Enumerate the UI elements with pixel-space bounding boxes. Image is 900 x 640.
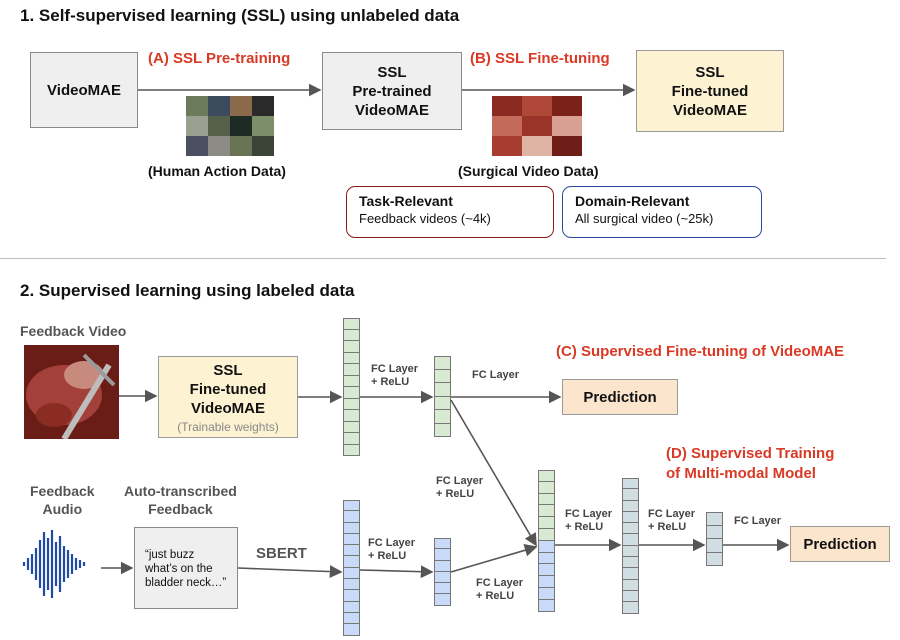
prediction-box-d: Prediction <box>790 526 890 562</box>
task-relevant-title: Task-Relevant <box>359 193 453 209</box>
fc-relu-1-line2: + ReLU <box>371 376 410 388</box>
finetuned-line2: Fine-tuned <box>671 82 749 100</box>
supervised-finetuned-box: SSL Fine-tuned VideoMAE (Trainable weigh… <box>158 356 298 438</box>
section1-title: 1. Self-supervised learning (SSL) using … <box>20 6 460 25</box>
sft-line3: VideoMAE <box>191 399 265 417</box>
supervised-finetuning-label: (C) Supervised Fine-tuning of VideoMAE <box>556 343 845 360</box>
sbert-label: SBERT <box>256 545 307 562</box>
prediction-box-c: Prediction <box>562 379 678 415</box>
feedback-audio-label: Feedback Audio <box>30 482 95 518</box>
ssl-pretraining-label: (A) SSL Pre-training <box>148 50 291 67</box>
section-divider <box>0 258 886 259</box>
pretrained-line1: SSL <box>377 63 407 81</box>
multimodal-fc-stack-1 <box>622 478 639 614</box>
fc-relu-4-line2: + ReLU <box>648 521 687 533</box>
concat-stack <box>538 470 555 612</box>
ssl-finetuning-label: (B) SSL Fine-tuning <box>470 50 610 67</box>
fc-relu-label-mm: FC Layer + ReLU <box>648 508 695 534</box>
human-action-thumbnails <box>186 96 274 156</box>
fc-relu-label-1: FC Layer + ReLU <box>371 363 418 389</box>
videomae-label: VideoMAE <box>47 81 121 99</box>
prediction-label-c: Prediction <box>583 388 657 406</box>
auto-transcribed-line1: Auto-transcribed <box>124 483 237 499</box>
auto-transcribed-label: Auto-transcribed Feedback <box>124 482 237 518</box>
audio-waveform-icon <box>20 528 92 600</box>
section2-title: 2. Supervised learning using labeled dat… <box>20 281 355 300</box>
fc-relu-5-line2: + ReLU <box>368 550 407 562</box>
fc-relu-label-video-to-concat: FC Layer + ReLU <box>436 475 483 501</box>
text-embedding-stack <box>343 500 360 636</box>
fc-relu-6-line2: + ReLU <box>476 590 515 602</box>
feedback-audio-line1: Feedback <box>30 483 95 499</box>
surgical-video-thumbnails <box>492 96 582 156</box>
ssl-pretrained-box: SSL Pre-trained VideoMAE <box>322 52 462 130</box>
feedback-video-thumbnail <box>24 345 119 439</box>
human-action-data-label: (Human Action Data) <box>148 163 286 179</box>
d-label-line1: (D) Supervised Training <box>666 445 835 462</box>
sft-line1: SSL <box>213 361 243 379</box>
trainable-weights-label: (Trainable weights) <box>177 419 279 434</box>
fc-relu-1-line1: FC Layer <box>371 363 419 375</box>
ssl-finetuned-box: SSL Fine-tuned VideoMAE <box>636 50 784 132</box>
multimodal-fc-stack-2 <box>706 512 723 566</box>
fc-relu-3-line2: + ReLU <box>565 521 604 533</box>
domain-relevant-desc: All surgical video (~25k) <box>575 211 714 226</box>
fc-relu-5-line1: FC Layer <box>368 537 416 549</box>
videomae-box: VideoMAE <box>30 52 138 128</box>
fc-relu-4-line1: FC Layer <box>648 508 696 520</box>
domain-relevant-title: Domain-Relevant <box>575 193 690 209</box>
task-relevant-box: Task-Relevant Feedback videos (~4k) <box>346 186 554 238</box>
video-fc-stack <box>434 356 451 437</box>
fc-layer-label-c: FC Layer <box>472 369 520 381</box>
transcript-quote: “just buzz what’s on the bladder neck…” <box>145 549 227 589</box>
text-fc-stack <box>434 538 451 606</box>
fc-relu-3-line1: FC Layer <box>565 508 613 520</box>
d-label-line2: of Multi-modal Model <box>666 465 816 482</box>
fc-relu-6-line1: FC Layer <box>476 577 524 589</box>
transcript-box: “just buzz what’s on the bladder neck…” <box>134 527 238 609</box>
surgical-video-data-label: (Surgical Video Data) <box>458 163 599 179</box>
pretrained-line2: Pre-trained <box>352 82 432 100</box>
auto-transcribed-line2: Feedback <box>148 501 213 517</box>
video-embedding-stack <box>343 318 360 456</box>
prediction-label-d: Prediction <box>803 535 877 553</box>
fc-relu-label-text-1: FC Layer + ReLU <box>368 537 415 563</box>
fc-relu-2-line1: FC Layer <box>436 475 484 487</box>
feedback-audio-line2: Audio <box>42 501 83 517</box>
finetuned-line1: SSL <box>695 63 725 81</box>
sft-line2: Fine-tuned <box>189 380 267 398</box>
fc-layer-label-d: FC Layer <box>734 515 782 527</box>
fc-relu-label-concat: FC Layer + ReLU <box>565 508 612 534</box>
fc-relu-label-text-2: FC Layer + ReLU <box>476 577 523 603</box>
pretrained-line3: VideoMAE <box>355 101 429 119</box>
fc-relu-2-line2: + ReLU <box>436 488 475 500</box>
multimodal-training-label: (D) Supervised Training of Multi-modal M… <box>666 444 834 484</box>
feedback-video-label: Feedback Video <box>20 323 127 339</box>
finetuned-line3: VideoMAE <box>673 101 747 119</box>
task-relevant-desc: Feedback videos (~4k) <box>359 211 491 226</box>
domain-relevant-box: Domain-Relevant All surgical video (~25k… <box>562 186 762 238</box>
